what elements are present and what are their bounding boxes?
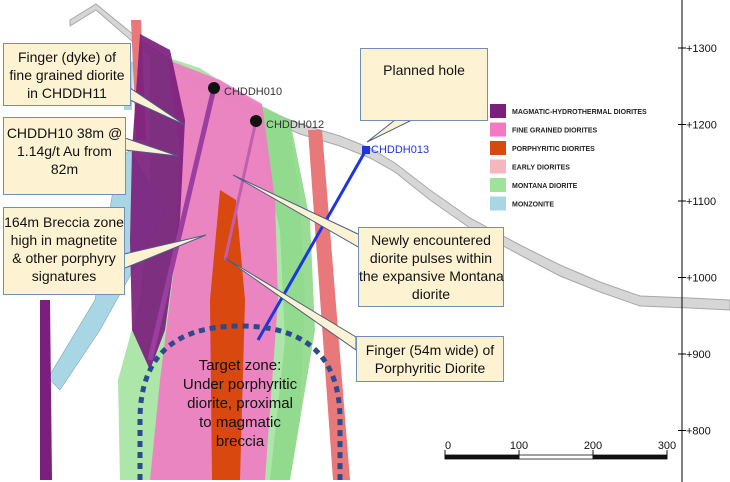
- legend-label-3: EARLY DIORITES: [512, 165, 570, 172]
- elevation-label-5: +800: [686, 426, 711, 438]
- planned-hole-collar: [362, 146, 370, 154]
- legend: MAGMATIC-HYDROTHERMAL DIORITES FINE GRAIN…: [490, 104, 647, 211]
- legend-label-0: MAGMATIC-HYDROTHERMAL DIORITES: [512, 109, 647, 116]
- chddh010-label: CHDDH010: [224, 86, 282, 98]
- montana-diorite-lobe: [250, 100, 315, 480]
- callout-newly-line-2: diorite pulses within: [369, 250, 493, 266]
- callout-finger-dyke-line-1: Finger (dyke) of: [17, 49, 117, 65]
- target-zone-line-3: diorite, proximal: [187, 395, 293, 412]
- scale-bar-segment-2: [592, 454, 668, 460]
- chddh012-collar: [250, 115, 262, 127]
- scale-bar-label-0: 0: [445, 440, 451, 452]
- elevation-label-1: +1200: [686, 120, 717, 132]
- callout-finger-dyke-line-2: fine grained diorite: [9, 67, 125, 83]
- callout-newly-line-4: diorite: [411, 286, 451, 302]
- callout-planned-hole: Planned hole: [360, 48, 488, 121]
- callout-breccia-line-2: high in magnetite: [10, 232, 118, 248]
- elevation-label-0: +1300: [686, 43, 717, 55]
- callout-newly-encountered: Newly encountered diorite pulses within …: [358, 227, 504, 307]
- target-zone-line-5: breccia: [215, 433, 265, 450]
- callout-newly-line-1: Newly encountered: [371, 232, 491, 248]
- callout-breccia-line-4: signatures: [31, 268, 97, 284]
- elevation-label-4: +900: [686, 349, 711, 361]
- callout-chddh10-line-2: 1.14g/t Au from: [17, 143, 112, 159]
- callout-newly-line-3: the expansive Montana: [359, 268, 504, 284]
- target-zone-line-2: Under porphyritic: [182, 376, 298, 393]
- callout-breccia: 164m Breccia zone high in magnetite & ot…: [3, 207, 125, 295]
- chddh013-label: CHDDH013: [371, 144, 429, 156]
- chddh012-trace: [223, 120, 258, 261]
- callout-pointers: [119, 87, 413, 351]
- callout-finger-porphyritic: Finger (54m wide) of Porphyritic Diorite: [356, 336, 504, 382]
- legend-swatch-2: [490, 141, 506, 155]
- porphyritic-diorite-finger: [210, 190, 245, 480]
- legend-label-2: PORPHYRITIC DIORITES: [512, 146, 595, 153]
- callout-finger-dyke-line-3: in CHDDH11: [27, 85, 107, 101]
- legend-swatch-0: [490, 104, 506, 118]
- callout-breccia-line-3: & other porphyry: [12, 250, 116, 266]
- scale-bar-label-1: 100: [510, 440, 528, 452]
- callout-chddh10-line-1: CHDDH10 38m @: [6, 125, 123, 141]
- scale-bar-label-3: 300: [658, 440, 676, 452]
- target-zone-line-4: to magmatic: [199, 414, 281, 431]
- legend-label-5: MONZONITE: [512, 202, 554, 209]
- elevation-label-2: +1100: [686, 196, 716, 208]
- callout-planned-hole-line-1: Planned hole: [383, 62, 465, 78]
- callout-finger-porph-line-1: Finger (54m wide) of: [365, 342, 495, 358]
- legend-swatch-5: [490, 196, 506, 211]
- magmatic-hydrothermal-diorite-finger: [40, 300, 52, 480]
- elevation-label-3: +1000: [686, 273, 717, 285]
- legend-label-4: MONTANA DIORITE: [512, 183, 578, 190]
- callout-finger-dyke: Finger (dyke) of fine grained diorite in…: [3, 43, 131, 106]
- scale-bar: 0 100 200 300: [444, 440, 676, 460]
- legend-label-1: FINE GRAINED DIORITES: [512, 128, 598, 135]
- scale-bar-label-2: 200: [584, 440, 602, 452]
- legend-swatch-3: [490, 159, 506, 174]
- target-zone-label: Target zone: Under porphyritic diorite, …: [150, 356, 330, 451]
- planned-hole-trace: [256, 149, 368, 341]
- chddh010-trace: [147, 87, 217, 361]
- callout-finger-porph-line-2: Porphyritic Diorite: [374, 360, 486, 376]
- legend-swatch-1: [490, 122, 506, 137]
- chddh012-label: CHDDH012: [266, 119, 324, 131]
- scale-bar-segment-0: [444, 454, 520, 460]
- legend-swatch-4: [490, 178, 506, 192]
- scale-bar-segment-1: [518, 454, 594, 460]
- callout-chddh10: CHDDH10 38m @ 1.14g/t Au from 82m: [3, 117, 126, 195]
- target-zone-line-1: Target zone:: [198, 357, 282, 374]
- callout-breccia-line-1: 164m Breccia zone: [4, 214, 124, 230]
- callout-chddh10-line-3: 82m: [50, 161, 79, 177]
- chddh010-collar: [208, 82, 220, 94]
- target-zone-outline: [137, 323, 343, 480]
